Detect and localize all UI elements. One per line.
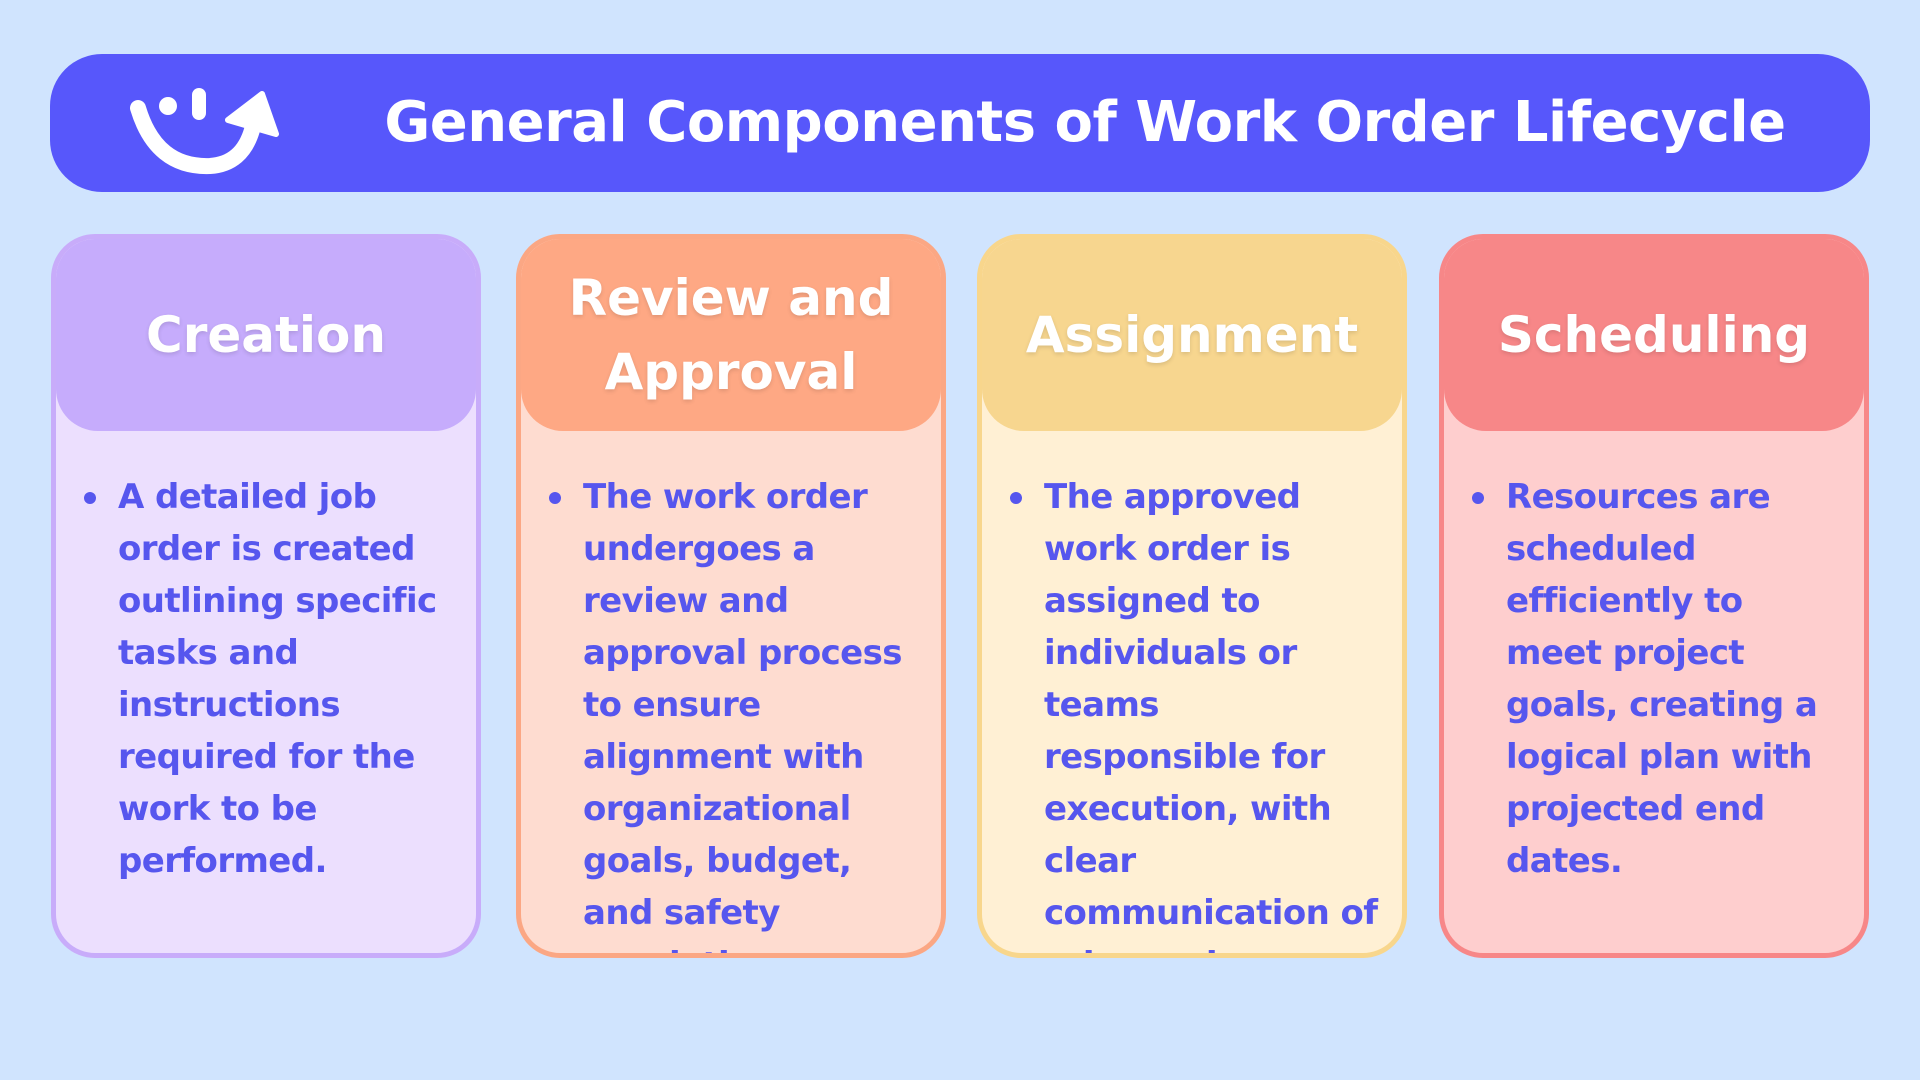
list-item: Resources are scheduled efficiently to m…	[1470, 471, 1848, 887]
bullet-list: A detailed job order is created outlinin…	[82, 471, 460, 887]
card-creation: Creation A detailed job order is created…	[51, 234, 481, 958]
bullet-list: Resources are scheduled efficiently to m…	[1470, 471, 1848, 887]
bullet-text: Resources are scheduled efficiently to m…	[1506, 477, 1818, 881]
card-body: Resources are scheduled efficiently to m…	[1470, 471, 1848, 887]
card-header: Scheduling	[1444, 239, 1864, 431]
page-title: General Components of Work Order Lifecyc…	[384, 90, 1786, 155]
bullet-list: The work order undergoes a review and ap…	[547, 471, 925, 953]
header-banner	[50, 54, 1870, 192]
card-title: Assignment	[1025, 306, 1359, 364]
bullet-dot-icon	[1472, 492, 1484, 504]
card-header: Assignment	[982, 239, 1402, 431]
card-title: Scheduling	[1497, 306, 1811, 364]
card-header: Creation	[56, 239, 476, 431]
list-item: The approved work order is assigned to i…	[1008, 471, 1386, 953]
card-review-and-approval: Review and Approval The work order under…	[516, 234, 946, 958]
bullet-dot-icon	[549, 492, 561, 504]
bullet-dot-icon	[84, 492, 96, 504]
bullet-list: The approved work order is assigned to i…	[1008, 471, 1386, 953]
card-body: A detailed job order is created outlinin…	[82, 471, 460, 887]
bullet-text: The work order undergoes a review and ap…	[583, 477, 903, 953]
bullet-dot-icon	[1010, 492, 1022, 504]
card-title: Creation	[146, 306, 386, 364]
bullet-text: The approved work order is assigned to i…	[1044, 477, 1378, 953]
card-header: Review and Approval	[521, 239, 941, 431]
list-item: A detailed job order is created outlinin…	[82, 471, 460, 887]
smile-arrow-icon	[130, 88, 279, 175]
card-body: The approved work order is assigned to i…	[1008, 471, 1386, 953]
card-scheduling: Scheduling Resources are scheduled effic…	[1439, 234, 1869, 958]
list-item: The work order undergoes a review and ap…	[547, 471, 925, 953]
card-body: The work order undergoes a review and ap…	[547, 471, 925, 953]
card-assignment: Assignment The approved work order is as…	[977, 234, 1407, 958]
bullet-text: A detailed job order is created outlinin…	[118, 477, 437, 881]
card-title: Review and Approval	[568, 269, 894, 401]
